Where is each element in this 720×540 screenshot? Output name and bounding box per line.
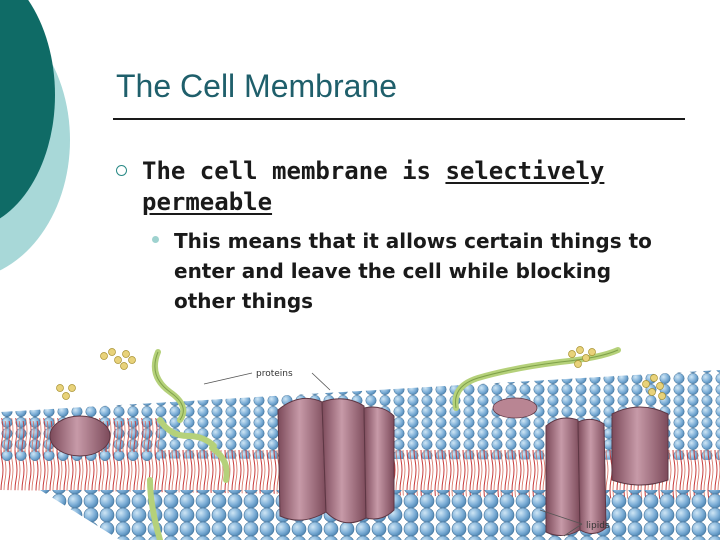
title-divider — [113, 118, 685, 120]
glycoprotein-outline — [154, 349, 619, 421]
cell-membrane-diagram: proteins lipids — [0, 340, 720, 540]
selectively-permeable-emphasis: selectively permeable — [142, 157, 605, 216]
dot-bullet-icon — [152, 236, 159, 243]
bullet-level-1-prefix: The cell membrane is — [142, 157, 446, 185]
peripheral-protein-mid — [492, 397, 538, 419]
peripheral-protein-right — [611, 406, 669, 486]
hollow-circle-bullet-icon — [116, 165, 127, 176]
proteins-label: proteins — [256, 369, 293, 379]
integral-protein-channel — [545, 417, 607, 536]
slide-title: The Cell Membrane — [116, 68, 397, 104]
bullet-level-2-text: This means that it allows certain things… — [174, 229, 652, 313]
membrane-illustration: proteins lipids — [0, 346, 720, 540]
integral-protein-large — [277, 397, 395, 524]
bullet-level-1-text: The cell membrane is selectively permeab… — [142, 156, 692, 218]
label-leader-lines — [203, 372, 583, 537]
sugar-bead-clusters — [56, 346, 666, 400]
lipids-label: lipids — [586, 521, 610, 531]
peripheral-protein-left — [49, 415, 111, 457]
